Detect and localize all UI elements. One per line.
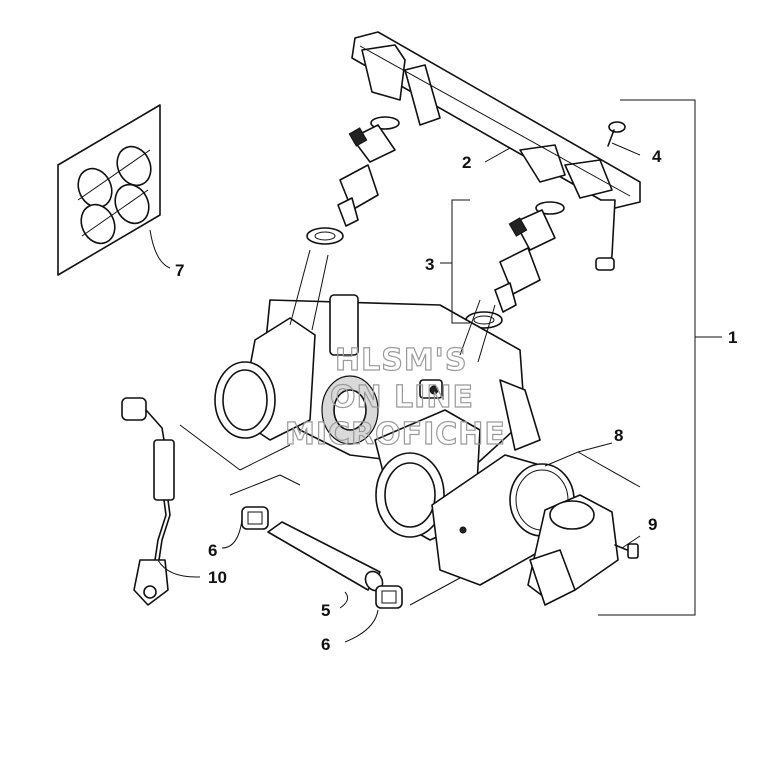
clamp-part-6-upper bbox=[241, 506, 269, 530]
screw-part-4 bbox=[607, 121, 626, 147]
leader-7 bbox=[149, 229, 171, 269]
hose-part-5 bbox=[267, 521, 384, 592]
callout-2: 2 bbox=[462, 153, 471, 172]
callout-9: 9 bbox=[648, 515, 657, 534]
watermark-line-1: HLSM'S bbox=[335, 343, 467, 378]
bracket-1 bbox=[598, 99, 696, 616]
fuel-rail-part-2 bbox=[351, 31, 641, 271]
leader-lines bbox=[157, 99, 722, 643]
callout-6-upper: 6 bbox=[208, 541, 217, 560]
callout-10: 10 bbox=[208, 568, 227, 587]
watermark-line-2: ON LINE bbox=[330, 380, 474, 415]
callout-1: 1 bbox=[728, 328, 737, 347]
throttle-body-assembly-part-1 bbox=[214, 249, 561, 586]
bracket-3 bbox=[451, 199, 470, 324]
callout-5: 5 bbox=[321, 601, 330, 620]
watermark-line-3: MICROFICHE bbox=[285, 417, 506, 452]
callout-7: 7 bbox=[175, 261, 184, 280]
callout-8: 8 bbox=[614, 426, 623, 445]
callout-labels: 1 2 3 4 5 6 6 7 8 9 10 bbox=[175, 147, 737, 654]
fuel-injector-part-3-left bbox=[306, 116, 400, 245]
callout-3: 3 bbox=[425, 255, 434, 274]
callout-6-lower: 6 bbox=[321, 635, 330, 654]
clamp-part-6-lower bbox=[375, 585, 403, 609]
watermark: HLSM'S ON LINE MICROFICHE bbox=[284, 342, 506, 452]
screw-part-9 bbox=[614, 543, 639, 559]
gasket-set-part-7 bbox=[57, 104, 161, 276]
callout-4: 4 bbox=[652, 147, 662, 166]
fuel-injector-part-3-right bbox=[465, 201, 565, 329]
sensor-housing bbox=[527, 494, 619, 606]
cable-part-10 bbox=[121, 397, 175, 606]
